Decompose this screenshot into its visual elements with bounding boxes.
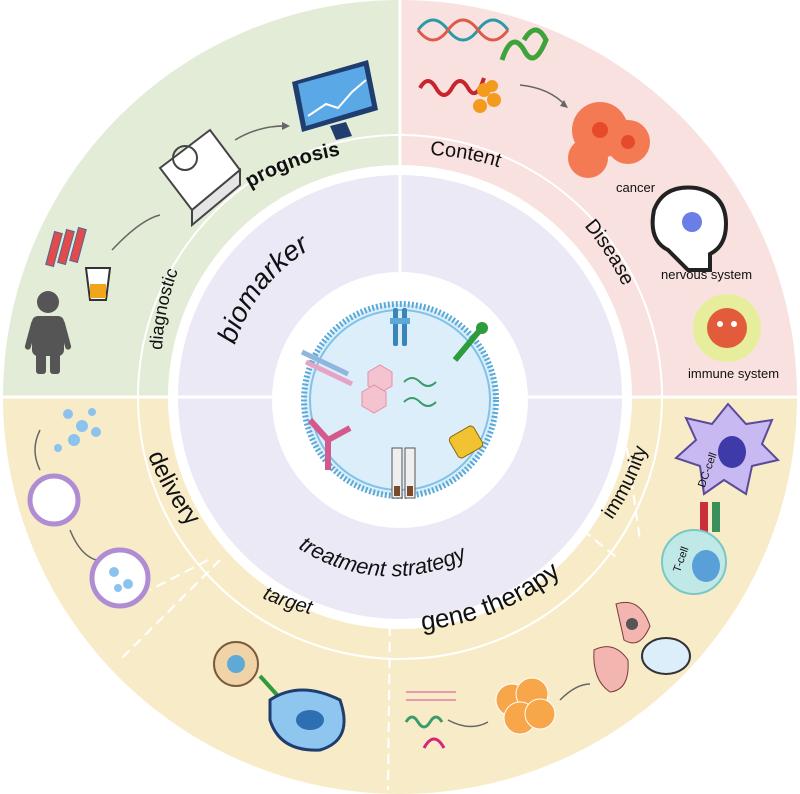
central-cell <box>272 272 528 528</box>
antibody-y-icon <box>307 417 352 470</box>
dna-icon <box>416 18 510 42</box>
patient-icon <box>24 291 72 374</box>
protein-icon <box>473 27 549 113</box>
cancer-label: cancer <box>616 180 656 195</box>
t-cell-icon: T-cell <box>661 529 727 595</box>
rna-icon <box>418 77 486 97</box>
receptor-complex-icon <box>700 502 720 532</box>
dc-cell-icon: DC-cell <box>674 402 780 496</box>
monitor-chart-icon <box>292 60 378 140</box>
antibody-left-icon <box>300 349 354 387</box>
cell-cluster-icon <box>495 677 556 735</box>
cancer-cell-icon <box>568 102 650 178</box>
urine-cup-icon <box>84 267 112 301</box>
green-receptor-icon <box>452 328 483 362</box>
brain-head-icon <box>650 185 729 272</box>
transporter-icon <box>448 425 484 459</box>
nanoparticle-icon <box>213 641 259 687</box>
loaded-vesicle-icon <box>89 547 151 609</box>
target-cell-icon <box>268 688 346 752</box>
brain-icon <box>641 637 691 675</box>
receptor-icon <box>390 308 410 346</box>
vesicle-icon <box>27 473 81 527</box>
virus-icon <box>693 294 761 362</box>
rna-squiggle-icon <box>403 377 437 387</box>
immune-system-label: immune system <box>688 366 779 381</box>
rna-strands-icon <box>404 691 456 749</box>
nervous-system-label: nervous system <box>661 267 752 282</box>
analyzer-machine-icon <box>158 128 242 228</box>
organs-icon <box>593 601 651 693</box>
channel-protein-icon <box>391 447 416 499</box>
blood-tubes-icon <box>45 226 87 268</box>
exosome-icon <box>54 408 101 452</box>
